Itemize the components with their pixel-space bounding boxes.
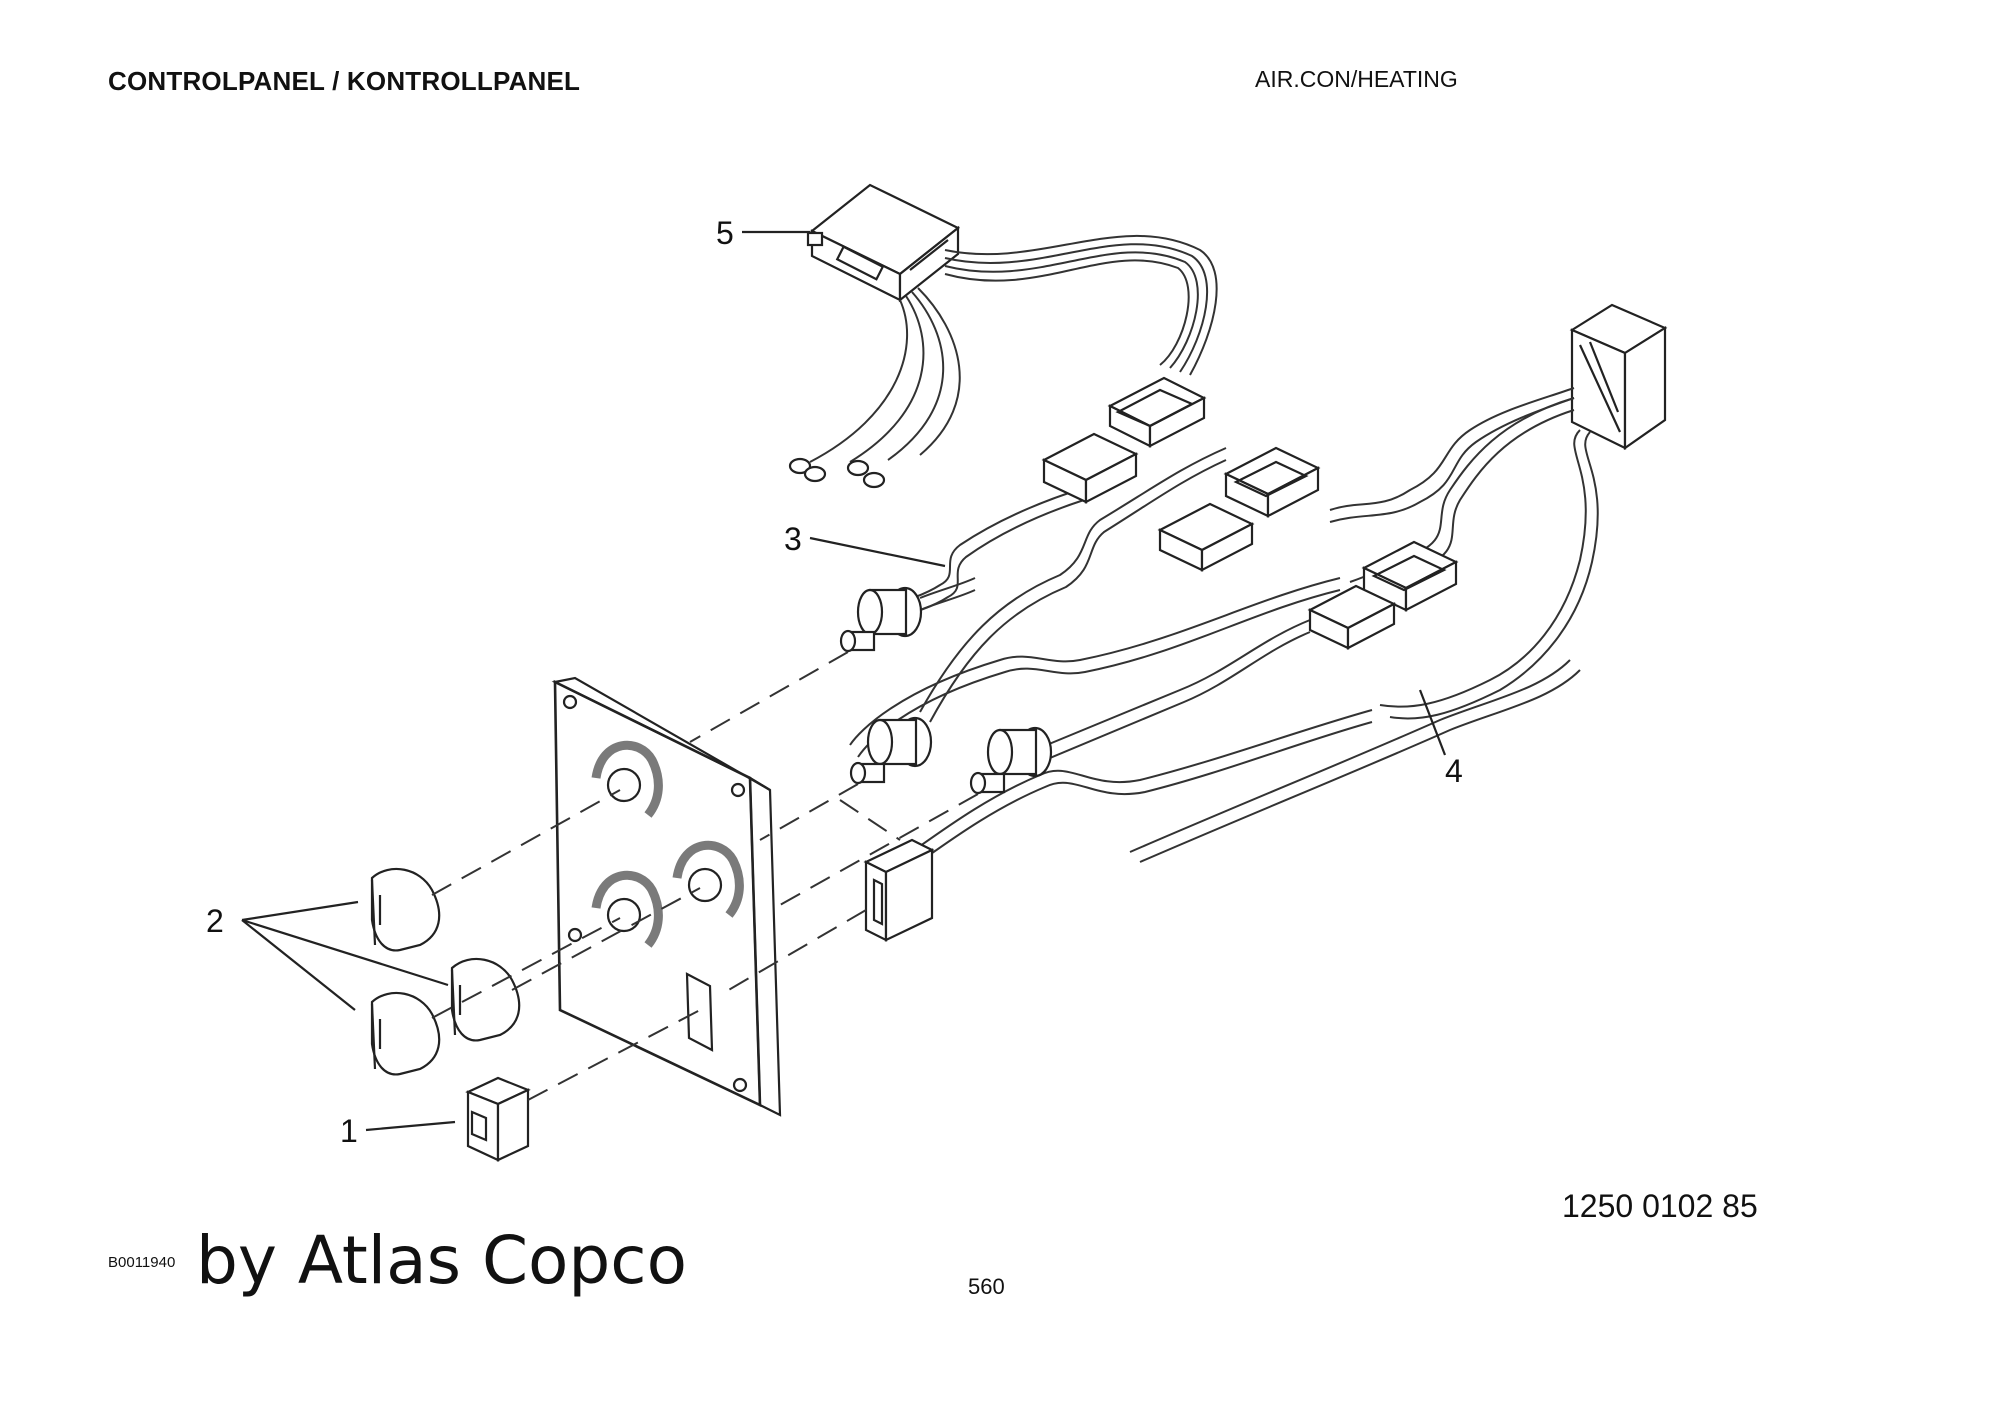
callout-leaders bbox=[241, 230, 1447, 1132]
section-title: CONTROLPANEL / KONTROLLPANEL bbox=[108, 66, 581, 96]
rocker-switch bbox=[465, 1076, 531, 1162]
callout-4: 4 bbox=[1445, 753, 1463, 789]
ring-terminals bbox=[788, 457, 886, 489]
harness-block bbox=[1569, 303, 1668, 451]
relay-box bbox=[806, 183, 961, 303]
harness-cables bbox=[849, 387, 1599, 873]
callout-2: 2 bbox=[206, 903, 224, 939]
knob-middle bbox=[450, 958, 521, 1042]
potentiometer-top bbox=[839, 577, 976, 653]
category-label: AIR.CON/HEATING bbox=[1255, 66, 1458, 92]
potentiometer-right bbox=[969, 726, 1053, 795]
callout-1: 1 bbox=[340, 1113, 358, 1149]
knob-top bbox=[370, 868, 441, 952]
assembly-lines bbox=[431, 651, 979, 1101]
brand-text: by Atlas Copco bbox=[196, 1222, 687, 1299]
page-number: 560 bbox=[968, 1274, 1005, 1299]
drawing-reference: B0011940 bbox=[108, 1254, 176, 1271]
knob-bottom bbox=[370, 992, 441, 1076]
harness-connectors bbox=[1041, 432, 1459, 650]
relay-wires bbox=[809, 235, 1218, 463]
relay-connector bbox=[1107, 376, 1207, 448]
document-number: 1250 0102 85 bbox=[1562, 1188, 1758, 1224]
callout-3: 3 bbox=[784, 521, 802, 557]
callout-5: 5 bbox=[716, 215, 734, 251]
potentiometer-middle bbox=[849, 716, 933, 785]
switch-connector bbox=[863, 838, 935, 942]
control-panel-plate bbox=[551, 676, 782, 1117]
